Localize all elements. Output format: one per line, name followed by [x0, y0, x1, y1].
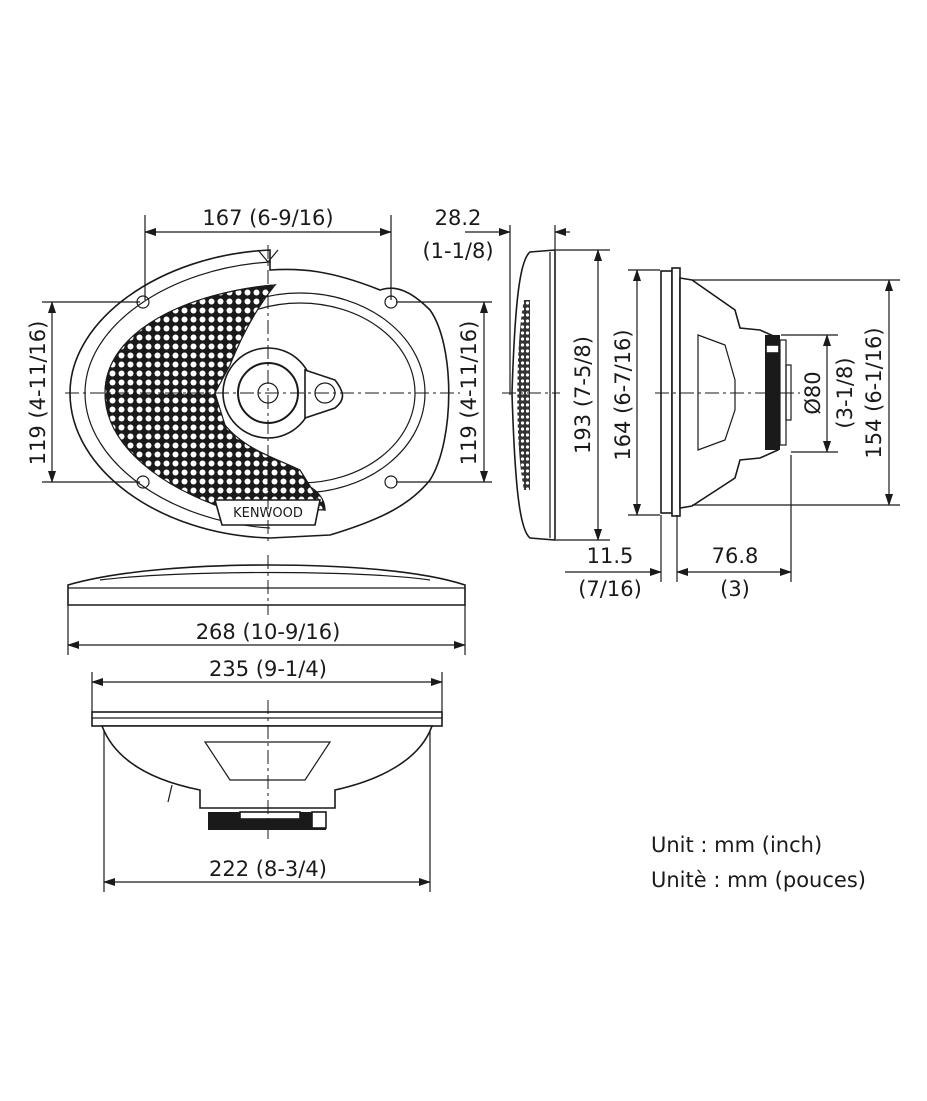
- dim-flange-thickness-mm: 11.5: [587, 544, 634, 568]
- dim-magnet-diameter-in: (3-1/8): [833, 357, 857, 428]
- dim-cutout-height: 164 (6-7/16): [611, 329, 635, 460]
- front-view: KENWOOD: [65, 245, 460, 545]
- dim-cutout-width: 235 (9-1/4): [209, 657, 327, 681]
- dim-basket-width: 222 (8-3/4): [209, 857, 327, 881]
- dim-flange-thickness-in: (7/16): [578, 577, 642, 601]
- dim-front-width-holes: 167 (6-9/16): [202, 206, 333, 230]
- dim-flange-depth-mm: 28.2: [435, 206, 482, 230]
- dim-flange-depth-in: (1-1/8): [422, 239, 493, 263]
- dim-front-height-right: 119 (4-11/16): [457, 321, 481, 466]
- unit-label-french: Unitè : mm (pouces): [651, 868, 866, 892]
- speaker-side-view: [655, 267, 800, 517]
- dim-mount-depth-mm: 76.8: [712, 544, 759, 568]
- unit-label-english: Unit : mm (inch): [651, 833, 822, 857]
- dim-overall-width: 268 (10-9/16): [196, 620, 341, 644]
- dim-overall-height: 193 (7-5/8): [571, 336, 595, 454]
- dim-front-height-left: 119 (4-11/16): [26, 321, 50, 466]
- dim-basket-height: 154 (6-1/16): [862, 327, 886, 458]
- grille-side-view: [502, 249, 560, 541]
- grille-top-view: [67, 555, 466, 615]
- speaker-bottom-view: [91, 700, 443, 840]
- dim-mount-depth-in: (3): [720, 577, 750, 601]
- dim-magnet-diameter: Ø80: [801, 371, 825, 414]
